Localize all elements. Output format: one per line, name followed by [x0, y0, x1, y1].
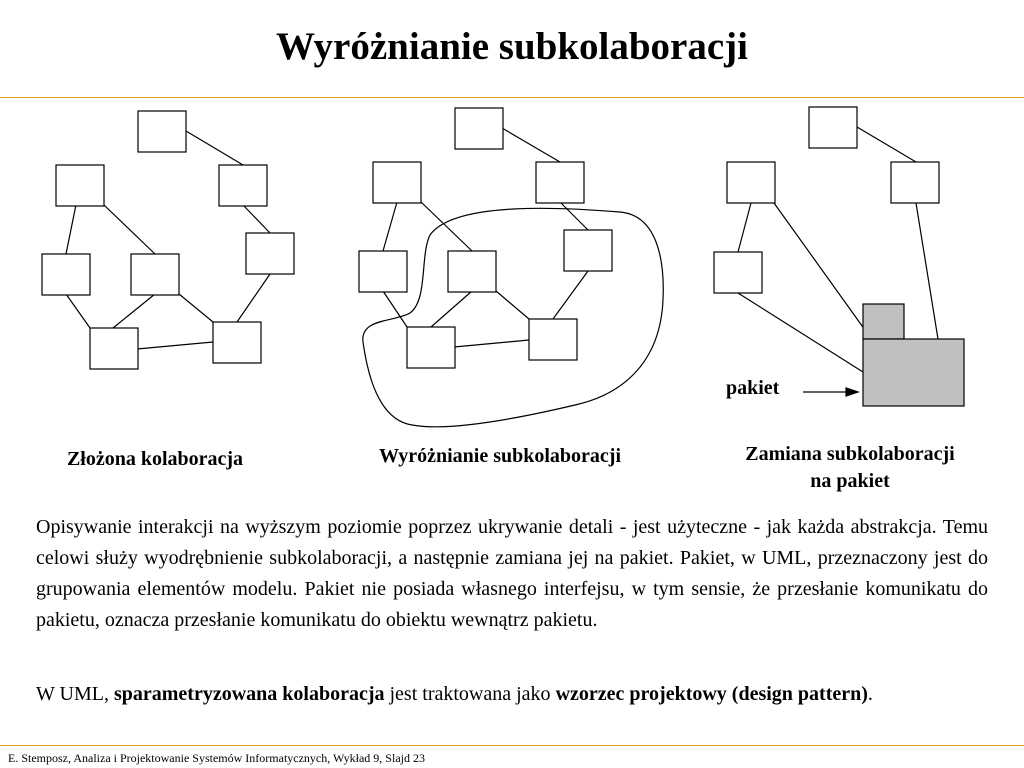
link	[420, 201, 473, 252]
body-paragraph-1: Opisywanie interakcji na wyższym poziomi…	[36, 516, 988, 631]
caption-line-1: Zamiana subkolaboracji	[745, 443, 955, 465]
link	[856, 126, 917, 163]
object-box	[137, 110, 187, 153]
link	[136, 341, 214, 350]
link	[915, 202, 939, 340]
object-box	[563, 229, 613, 272]
object-box	[89, 327, 139, 370]
object-box	[41, 253, 91, 296]
link	[453, 339, 530, 348]
collaboration-diagrams	[41, 106, 965, 428]
object-box	[808, 106, 858, 149]
object-box	[372, 161, 422, 204]
object-box	[890, 161, 940, 204]
caption-package-replacement: Zamiana subkolaboracji na pakiet	[690, 441, 1010, 495]
object-box	[528, 318, 578, 361]
object-box	[447, 250, 497, 293]
link	[501, 127, 561, 163]
link	[430, 290, 473, 328]
object-box	[212, 321, 262, 364]
link	[382, 201, 398, 252]
object-box	[454, 107, 504, 150]
link	[495, 290, 530, 320]
link	[65, 293, 91, 329]
link	[737, 202, 752, 253]
link	[552, 270, 589, 320]
package-tab	[862, 303, 905, 340]
caption-line-2: na pakiet	[810, 470, 890, 492]
arrowhead	[845, 387, 860, 397]
object-box	[726, 161, 776, 204]
object-box	[358, 250, 408, 293]
object-box	[218, 164, 268, 207]
link	[103, 204, 156, 255]
package-label: pakiet	[726, 377, 780, 399]
caption-highlight-subcollaboration: Wyróżnianie subkolaboracji	[378, 445, 622, 467]
link	[773, 202, 866, 331]
link	[112, 293, 156, 329]
term-design-pattern: wzorzec projektowy (design pattern)	[555, 683, 868, 705]
link	[382, 290, 408, 328]
body-paragraph-2: W UML, sparametryzowana kolaboracja jest…	[36, 679, 988, 710]
title-divider	[0, 97, 1024, 98]
term-parametrized-collaboration: sparametryzowana kolaboracja	[113, 683, 385, 705]
link	[242, 204, 271, 234]
object-box	[535, 161, 585, 204]
diagram-package-replacement	[713, 106, 965, 407]
slide-title: Wyróżnianie subkolaboracji	[276, 25, 748, 68]
diagram-highlight-subcollaboration	[358, 107, 664, 428]
link	[737, 292, 864, 373]
link	[185, 130, 244, 166]
link	[559, 201, 589, 231]
diagram-composite-collaboration	[41, 110, 295, 370]
link	[178, 293, 214, 323]
subcollaboration-outline	[362, 207, 664, 428]
footer-divider	[0, 745, 1024, 746]
package-icon	[862, 338, 965, 407]
object-box	[130, 253, 180, 296]
para2-text: W UML,	[36, 683, 114, 705]
link	[236, 273, 271, 323]
caption-composite-collaboration: Złożona kolaboracja	[66, 448, 244, 470]
object-box	[245, 232, 295, 275]
slide-footer: E. Stemposz, Analiza i Projektowanie Sys…	[8, 751, 425, 765]
para2-text: .	[867, 683, 873, 705]
object-box	[713, 251, 763, 294]
object-box	[55, 164, 105, 207]
object-box	[406, 326, 456, 369]
para2-text: jest traktowana jako	[384, 683, 556, 705]
